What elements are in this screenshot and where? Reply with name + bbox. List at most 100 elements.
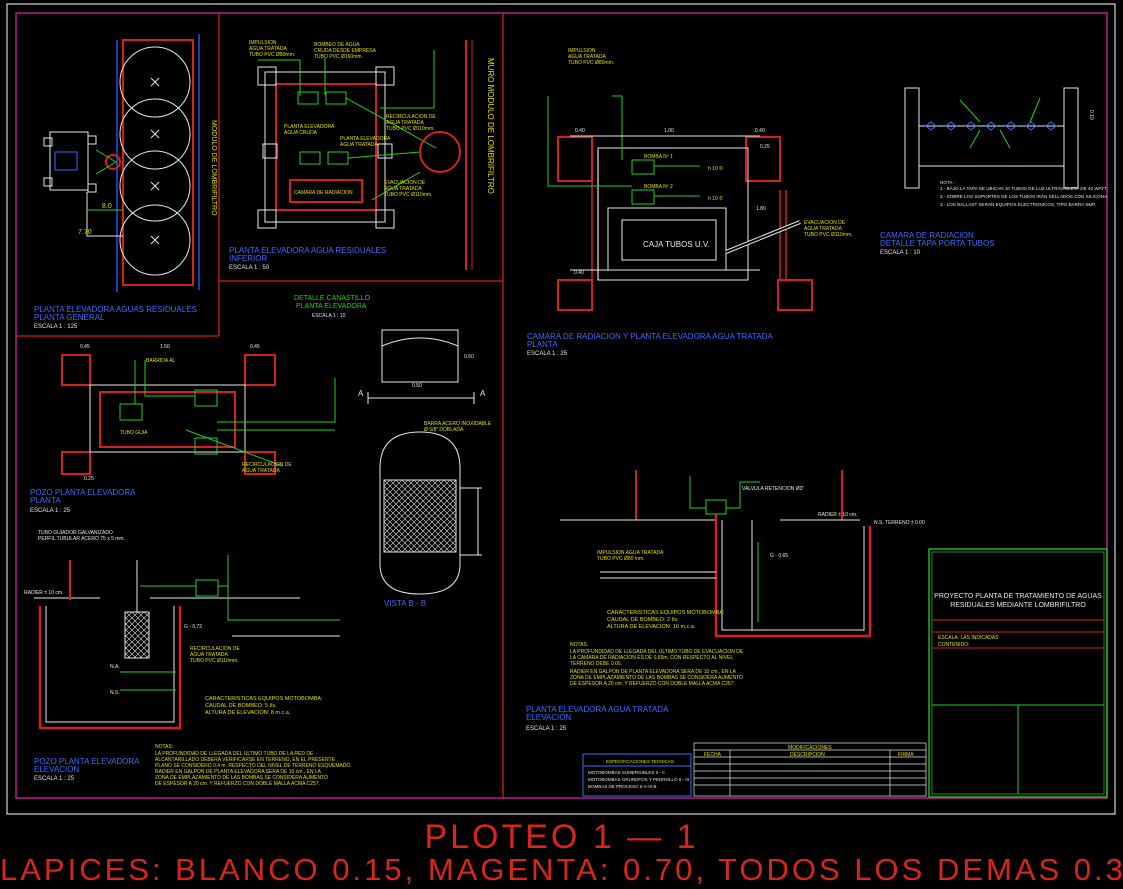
- general-title: PLANTA ELEVADORA AGUAS RESIDUALES: [34, 305, 197, 314]
- pit-elev-drawing: [34, 555, 340, 730]
- elevator-plan-drawing: [257, 40, 473, 270]
- svg-text:IMPULSION AGUA TRATADA: IMPULSION AGUA TRATADA: [597, 550, 664, 556]
- svg-text:RADIER ± 10 cm.: RADIER ± 10 cm.: [818, 512, 857, 518]
- basket-subtitle: PLANTA ELEVADORA: [296, 303, 367, 310]
- svg-text:CARACTERISTICAS EQUIPOS MOTOBO: CARACTERISTICAS EQUIPOS MOTOBOMBA:: [205, 696, 323, 702]
- svg-text:RECIRCULACION DE: RECIRCULACION DE: [242, 462, 292, 468]
- svg-text:RECIRCULACION DE: RECIRCULACION DE: [190, 646, 240, 652]
- title-project-line2: RESIDUALES MEDIANTE LOMBRIFILTRO: [950, 602, 1086, 609]
- treated-elev-notes: NOTAS: LA PROFUNDIDAD DE LLEGADA DEL ULT…: [570, 642, 744, 687]
- tubes-scale: ESCALA 1 : 10: [880, 250, 921, 256]
- svg-text:TERRENO DEBE 0.00.: TERRENO DEBE 0.00.: [570, 661, 622, 667]
- svg-text:VALVULA RETENCION Ø3": VALVULA RETENCION Ø3": [742, 486, 804, 492]
- basket-drawing: [367, 329, 482, 595]
- general-scale: ESCALA 1 : 125: [34, 324, 78, 330]
- camera-plan-notes: IMPULSION AGUA TRATADA TUBO PVC Ø80mm. E…: [568, 48, 853, 238]
- camera-plan-scale: ESCALA 1 : 25: [527, 351, 568, 357]
- svg-text:h 10 ©: h 10 ©: [708, 165, 723, 172]
- basket-title: DETALLE CANASTILLO: [294, 295, 371, 302]
- pen-notes: LAPICES: BLANCO 0.15, MAGENTA: 0.70, TOD…: [0, 852, 1123, 887]
- svg-text:ALCANTARILLADO DEBERA VERIFICA: ALCANTARILLADO DEBERA VERIFICARSE EN TER…: [155, 757, 336, 763]
- treated-elev-labels: VALVULA RETENCION Ø3" RADIER ± 10 cm. N.…: [597, 486, 925, 562]
- title-escala: ESCALA: LAS INDICADAS: [938, 635, 999, 641]
- svg-text:FECHA: FECHA: [704, 752, 722, 758]
- svg-text:EVACUACION DE: EVACUACION DE: [384, 180, 426, 186]
- svg-text:BOMBAS DE PROCESO II-A-III-B: BOMBAS DE PROCESO II-A-III-B: [588, 784, 657, 789]
- svg-text:CARACTERISTICAS EQUIPOS MOTOBO: CARACTERISTICAS EQUIPOS MOTOBOMBA:: [607, 610, 725, 616]
- svg-text:MOTOBOMBAS GRUNDFOS Y PEDROLLO: MOTOBOMBAS GRUNDFOS Y PEDROLLO II - III: [588, 777, 689, 782]
- svg-text:0.25: 0.25: [760, 144, 770, 150]
- svg-text:RADIER ± 10 cm.: RADIER ± 10 cm.: [24, 590, 63, 596]
- svg-text:NOTA :: NOTA :: [940, 180, 955, 185]
- svg-text:AGUA TRATADA: AGUA TRATADA: [242, 468, 280, 474]
- tubes-detail-drawing: [904, 87, 1079, 189]
- treated-elev-subtitle: ELEVACION: [526, 713, 571, 722]
- svg-text:DE ESPESOR A 20 cm. Y REFUERZO: DE ESPESOR A 20 cm. Y REFUERZO CON DOBLE…: [570, 681, 735, 687]
- svg-text:LA PROFUNDIDAD DE LLEGADA DEL: LA PROFUNDIDAD DE LLEGADA DEL ULTIMO TUB…: [570, 649, 744, 655]
- svg-text:TUBO PVC Ø110mm.: TUBO PVC Ø110mm.: [804, 232, 853, 238]
- elev-plan-wall-label: MURO MODULO DE LOMBRIFILTRO: [486, 58, 495, 194]
- svg-text:MODIFICACIONES: MODIFICACIONES: [788, 745, 832, 751]
- basket-dim-h: 0.50: [464, 354, 474, 360]
- svg-text:LA CAMARA DE RADIACION ES DE 0: LA CAMARA DE RADIACION ES DE 0.65m. CON …: [570, 655, 733, 661]
- treated-elev-drawing: [560, 470, 872, 638]
- svg-text:h 10 ©: h 10 ©: [708, 195, 723, 202]
- svg-text:BARRIDA AL: BARRIDA AL: [146, 358, 175, 364]
- plot-title: PLOTEO 1 — 1: [424, 818, 699, 856]
- pit-plan-notes: BARRIDA AL TUBO GUIA RECIRCULACION DE AG…: [120, 358, 292, 474]
- svg-text:ESPECIFICACIONES TECNICAS: ESPECIFICACIONES TECNICAS: [606, 759, 674, 764]
- svg-text:AGUA TRATADA: AGUA TRATADA: [249, 46, 287, 52]
- svg-text:RADIER EN GALPON DE PLANTA ELE: RADIER EN GALPON DE PLANTA ELEVADORA SER…: [155, 769, 322, 775]
- svg-text:DESCRIPCION: DESCRIPCION: [790, 752, 825, 758]
- basket-mesh: [383, 479, 457, 553]
- svg-text:1.80: 1.80: [756, 206, 766, 212]
- svg-text:PLANTA ELEVADORA: PLANTA ELEVADORA: [284, 124, 335, 130]
- svg-text:PERFIL TUBULAR ACERO 75 x 5 mm: PERFIL TUBULAR ACERO 75 x 5 mm.: [38, 536, 125, 542]
- svg-text:RADIER EN GALPON DE PLANTA ELE: RADIER EN GALPON DE PLANTA ELEVADORA SER…: [570, 669, 737, 675]
- svg-text:AGUA TRATADA: AGUA TRATADA: [386, 120, 424, 126]
- svg-text:DE ESPESOR A 20 cm. Y REFUERZO: DE ESPESOR A 20 cm. Y REFUERZO CON DOBLE…: [155, 781, 320, 787]
- camera-plan-subtitle: PLANTA: [527, 340, 558, 349]
- pit-elev-labels: TUBO GUIADOR GALVANIZADO PERFIL TUBULAR …: [24, 530, 240, 696]
- svg-text:IMPULSION: IMPULSION: [568, 48, 596, 54]
- svg-text:N.S. TERRENO ± 0.00: N.S. TERRENO ± 0.00: [874, 520, 925, 526]
- pit-elev-scale: ESCALA 1 : 25: [34, 776, 75, 782]
- basket-view-label: VISTA B - B: [384, 599, 426, 608]
- pit-elev-specs: CARACTERISTICAS EQUIPOS MOTOBOMBA: CAUDA…: [205, 696, 323, 716]
- pit-plan-dims: 0.45 1.50 0.45 0.25: [80, 344, 260, 482]
- treated-elev-specs: CARACTERISTICAS EQUIPOS MOTOBOMBA: CAUDA…: [607, 610, 725, 630]
- svg-text:N.S.: N.S.: [110, 690, 120, 696]
- svg-text:AGUA TRATADA: AGUA TRATADA: [190, 652, 228, 658]
- svg-text:AGUA TRATADA: AGUA TRATADA: [804, 226, 842, 232]
- svg-text:ALTURA DE ELEVACION: 10 m.c.a.: ALTURA DE ELEVACION: 10 m.c.a.: [607, 624, 696, 630]
- svg-text:TUBO PVC Ø110mm.: TUBO PVC Ø110mm.: [384, 192, 433, 198]
- general-subtitle: PLANTA GENERAL: [34, 313, 105, 322]
- basket-dim-w: 0.50: [412, 383, 422, 389]
- title-project-line1: PROYECTO PLANTA DE TRATAMIENTO DE AGUAS: [934, 593, 1102, 600]
- svg-text:0.40: 0.40: [575, 128, 585, 134]
- elev-plan-notes: IMPULSION AGUA TRATADA TUBO PVC Ø80mm. B…: [249, 40, 436, 198]
- svg-text:CAMARA DE RADIACION: CAMARA DE RADIACION: [294, 190, 353, 196]
- basket-bar-note1: BARRA ACERO INOXIDABLE: [424, 421, 492, 427]
- svg-text:G - 0.72: G - 0.72: [184, 624, 202, 630]
- basket-scale: ESCALA 1 : 10: [312, 313, 346, 319]
- elev-plan-scale: ESCALA 1 : 50: [229, 265, 270, 271]
- svg-text:AGUA TRATADA: AGUA TRATADA: [340, 142, 378, 148]
- tubes-nota: NOTA : 1.- BAJO LA TAPA SE UBICAN 10 TUB…: [940, 180, 1108, 207]
- svg-text:0.45: 0.45: [250, 344, 260, 350]
- elev-plan-title: PLANTA ELEVADORA AGUA RESIDUALES: [229, 246, 386, 255]
- svg-text:MOTOBOMBAS SUMERGIBLES II - II: MOTOBOMBAS SUMERGIBLES II - II: [588, 770, 665, 775]
- title-block: [928, 548, 1108, 798]
- pit-plan-drawing: [61, 354, 336, 475]
- camera-box-label: CAJA TUBOS U.V.: [643, 240, 710, 249]
- general-module-label: MODULO DE LOMBRIFILTRO: [210, 120, 217, 216]
- svg-text:TUBO PVC Ø80mm.: TUBO PVC Ø80mm.: [568, 60, 614, 66]
- svg-text:0.40: 0.40: [574, 270, 584, 276]
- svg-text:ZONA DE EMPLAZAMIENTO DE LAS B: ZONA DE EMPLAZAMIENTO DE LAS BOMBAS SE C…: [570, 675, 743, 681]
- svg-text:TUBO GUIADOR GALVANIZADO: TUBO GUIADOR GALVANIZADO: [38, 530, 113, 536]
- basket-bar-note2: Ø 5/8" DOBLADA: [424, 427, 464, 433]
- svg-text:G - 0.65: G - 0.65: [770, 553, 788, 559]
- svg-text:PLANTA ELEVADORA: PLANTA ELEVADORA: [340, 136, 391, 142]
- treated-elev-title: PLANTA ELEVADORA AGUA TRATADA: [526, 705, 669, 714]
